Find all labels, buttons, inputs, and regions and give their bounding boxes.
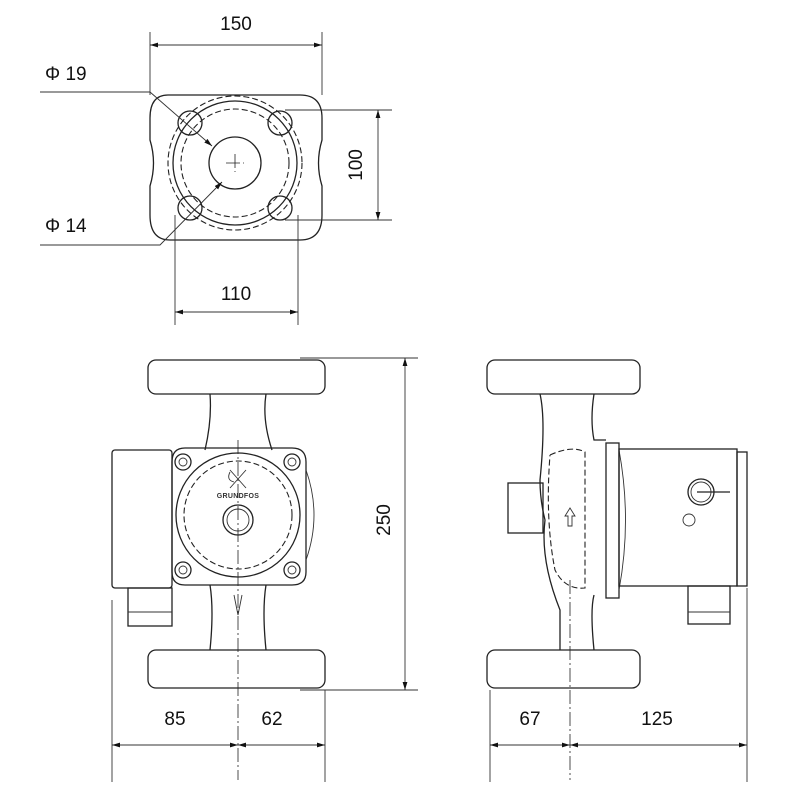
pump-side-view [486, 359, 748, 780]
dimension-250: 250 [300, 357, 418, 691]
pump-front-view: GRUNDFOS [111, 359, 326, 780]
dim-label-62: 62 [261, 709, 282, 730]
dim-label-250: 250 [374, 504, 395, 536]
dimension-85-62: 85 62 [111, 600, 326, 782]
dim-label-phi14: Φ 14 [45, 216, 87, 237]
flange-top-view [149, 94, 323, 241]
dim-label-phi19: Φ 19 [45, 64, 87, 85]
dim-label-110: 110 [221, 284, 251, 305]
dimension-phi14: Φ 14 [40, 181, 223, 246]
dim-label-150: 150 [220, 14, 252, 35]
dim-label-67: 67 [519, 709, 540, 730]
dimension-100: 100 [285, 109, 392, 221]
dimension-phi19: Φ 19 [40, 64, 213, 147]
dim-label-125: 125 [641, 709, 673, 730]
dimension-150: 150 [149, 14, 323, 95]
dim-label-85: 85 [164, 709, 185, 730]
dim-label-100: 100 [346, 149, 367, 181]
dimension-67-125: 67 125 [489, 588, 748, 782]
dimension-110: 110 [174, 215, 299, 325]
